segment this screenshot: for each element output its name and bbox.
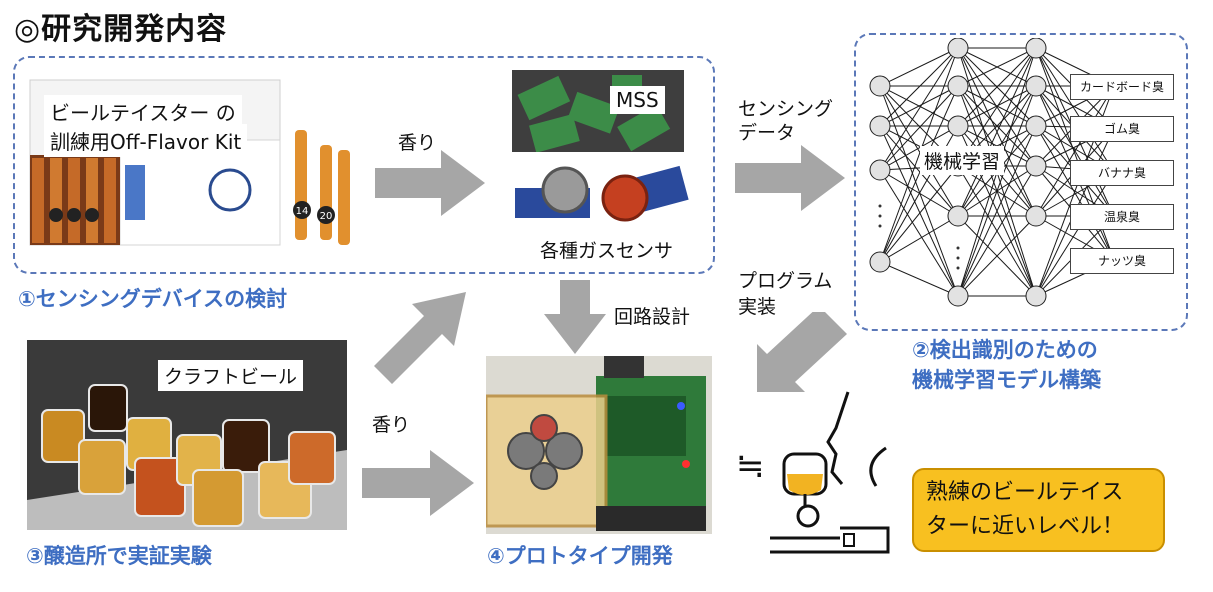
conclusion-line1: 熟練のビールテイス <box>926 480 1124 505</box>
output-nut-odor: ナッツ臭 <box>1070 248 1174 274</box>
arrow-right-icon <box>375 150 485 216</box>
arrow-right-icon <box>735 145 845 211</box>
arrow-up-right-icon <box>374 292 466 384</box>
ml-label: 機械学習 <box>920 146 1005 175</box>
beer-taster-icon <box>770 391 890 554</box>
mss-label: MSS <box>610 86 665 114</box>
prototype-photo <box>486 356 712 534</box>
circuit-design-label: 回路設計 <box>614 306 691 328</box>
program-line2: 実装 <box>738 296 777 318</box>
output-cardboard-odor: カードボード臭 <box>1070 74 1174 100</box>
kit-label-line2: 訓練用Off-Flavor Kit <box>44 124 248 157</box>
arrow-down-icon <box>544 280 606 354</box>
conclusion-line2: ターに近いレベル！ <box>926 514 1125 539</box>
gas-sensor-photo <box>515 165 689 222</box>
output-hotspring-odor: 温泉臭 <box>1070 204 1174 230</box>
sensing-data-line1: センシング <box>738 98 834 120</box>
output-banana-odor: バナナ臭 <box>1070 160 1174 186</box>
caption-ml-model-line1: ②検出識別のための <box>912 338 1098 362</box>
caption-prototype-development: ④プロトタイプ開発 <box>487 544 673 568</box>
kit-label-line1: ビールテイスター の <box>44 95 242 128</box>
sensing-device-group <box>13 56 715 274</box>
caption-ml-model-line2: 機械学習モデル構築 <box>912 368 1101 392</box>
sensing-data-line2: データ <box>738 122 796 144</box>
caption-brewery-experiment: ③醸造所で実証実験 <box>26 544 212 568</box>
arrow-down-left-icon <box>757 312 847 392</box>
vial-number-20: 20 <box>320 211 333 222</box>
craft-beer-label: クラフトビール <box>158 360 304 391</box>
output-rubber-odor: ゴム臭 <box>1070 116 1174 142</box>
page-title: ◎研究開発内容 <box>14 12 228 47</box>
approximately-equal-symbol: ≒ <box>736 446 765 486</box>
vial-number-14: 14 <box>296 206 309 217</box>
program-line1: プログラム <box>738 270 833 292</box>
ml-model-group <box>854 33 1188 331</box>
aroma-label-bottom: 香り <box>372 414 411 436</box>
arrow-right-icon <box>362 450 474 516</box>
conclusion-box: 熟練のビールテイス ターに近いレベル！ <box>912 468 1165 552</box>
gas-sensors-label: 各種ガスセンサ <box>540 240 674 262</box>
aroma-label-top: 香り <box>398 132 437 154</box>
caption-sensing-device: ①センシングデバイスの検討 <box>18 287 288 311</box>
